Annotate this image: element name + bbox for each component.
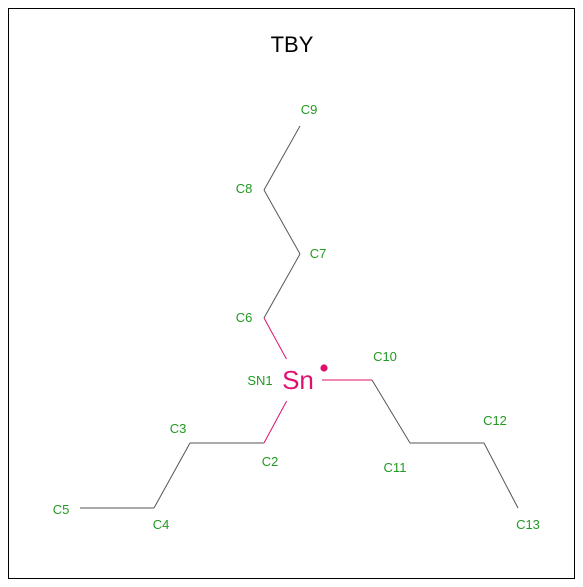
bond-sn1-c6 <box>263 317 287 360</box>
bond-c3-c4 <box>153 442 191 509</box>
atom-label-c8: C8 <box>236 181 253 196</box>
atom-label-c4: C4 <box>153 517 170 532</box>
bond-c7-c8 <box>263 189 301 255</box>
diagram-frame <box>8 8 575 579</box>
bond-c8-c9 <box>263 125 301 191</box>
diagram-title: TBY <box>271 32 314 57</box>
atom-label-c13: C13 <box>516 517 540 532</box>
atom-label-c3: C3 <box>170 421 187 436</box>
atom-label-c9: C9 <box>301 102 318 117</box>
atom-label-c5: C5 <box>53 502 70 517</box>
atom-label-c10: C10 <box>373 349 397 364</box>
radical-dot <box>320 364 328 372</box>
atom-label-c12: C12 <box>483 413 507 428</box>
atom-label-c6: C6 <box>236 310 253 325</box>
atom-label-c11: C11 <box>384 460 407 475</box>
atom-sn-element: Sn <box>282 365 314 395</box>
bond-c12-c13 <box>483 442 519 509</box>
bond-c6-c7 <box>263 253 301 319</box>
atom-label-c7: C7 <box>310 246 327 261</box>
bond-c10-c11 <box>371 379 411 444</box>
atom-label-c2: C2 <box>262 454 279 469</box>
bond-sn1-c2 <box>263 400 288 444</box>
atom-label-sn1: SN1 <box>247 373 272 388</box>
bond-layer <box>80 125 519 509</box>
